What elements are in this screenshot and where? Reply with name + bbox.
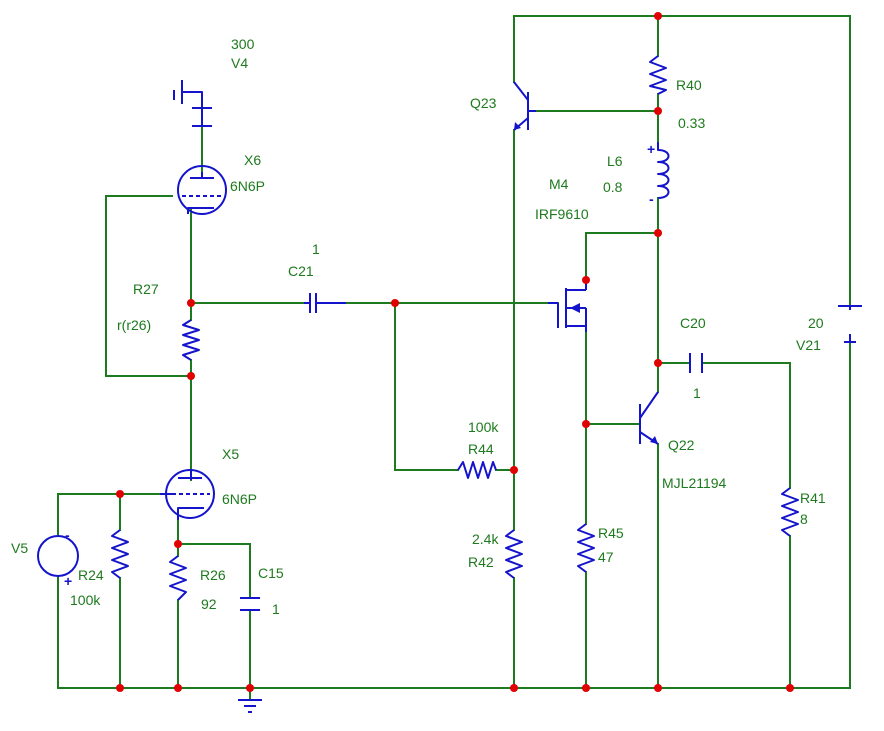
wire-x6-grid-loop <box>105 195 192 377</box>
x5-ref-label: X5 <box>222 446 239 462</box>
c20-value-label: 1 <box>693 385 701 401</box>
r26-ref-label: R26 <box>200 567 226 583</box>
r45-ref-label: R45 <box>598 525 624 541</box>
r45-resistor-symbol <box>577 523 595 573</box>
r40-ref-label: R40 <box>676 77 702 93</box>
r40-value-label: 0.33 <box>678 115 705 131</box>
r24-ref-label: R24 <box>78 567 104 583</box>
x6-tube-symbol <box>177 165 227 215</box>
c21-value-label: 1 <box>312 241 320 257</box>
v4-ref-label: V4 <box>231 55 248 71</box>
q22-transistor-symbol <box>639 391 659 445</box>
c20-ref-label: C20 <box>680 315 706 331</box>
junction-dot <box>174 540 182 548</box>
r27-value-label: r(r26) <box>117 317 151 333</box>
junction-dot <box>654 359 662 367</box>
c21-ref-label: C21 <box>288 263 314 279</box>
junction-dot <box>116 684 124 692</box>
v21-ref-label: V21 <box>796 337 821 353</box>
wire-c15-top <box>177 543 251 599</box>
q23-transistor-symbol <box>513 81 536 131</box>
q22-ref-label: Q22 <box>668 437 695 453</box>
v5-source-symbol <box>37 535 79 577</box>
junction-dot <box>187 372 195 380</box>
junction-dot <box>510 684 518 692</box>
v5-plus-sign: + <box>64 573 72 589</box>
junction-dot <box>116 490 124 498</box>
junction-dot <box>654 107 662 115</box>
r42-ref-label: R42 <box>468 554 494 570</box>
junction-dot <box>654 229 662 237</box>
r27-resistor-symbol <box>182 319 200 361</box>
r42-value-label: 2.4k <box>472 531 499 547</box>
wire-top-rail <box>513 15 851 307</box>
junction-dot <box>174 684 182 692</box>
r24-resistor-symbol <box>111 529 129 579</box>
c15-value-label: 1 <box>272 601 280 617</box>
l6-value-label: 0.8 <box>603 179 623 195</box>
r41-value-label: 8 <box>800 511 808 527</box>
v5-ref-label: V5 <box>11 540 28 556</box>
junction-dot <box>582 276 590 284</box>
r24-value-label: 100k <box>70 592 101 608</box>
junction-dot <box>654 684 662 692</box>
junction-dot <box>786 684 794 692</box>
r27-ref-label: R27 <box>133 281 159 297</box>
v5-minus-sign: - <box>65 527 70 543</box>
x5-value-label: 6N6P <box>222 491 257 507</box>
c15-ref-label: C15 <box>258 565 284 581</box>
r41-ref-label: R41 <box>800 490 826 506</box>
l6-ref-label: L6 <box>607 153 623 169</box>
junction-dot <box>187 299 195 307</box>
c21-capacitor-symbol <box>304 293 346 313</box>
r40-resistor-symbol <box>649 55 667 95</box>
junction-dot <box>654 12 662 20</box>
m4-mosfet-symbol <box>548 280 587 332</box>
r44-value-label: 100k <box>468 419 499 435</box>
junctions <box>116 12 794 692</box>
x6-value-label: 6N6P <box>230 178 265 194</box>
v4-battery-symbol <box>173 80 212 127</box>
wire-c20-right <box>701 362 791 489</box>
junction-dot <box>582 684 590 692</box>
v4-value-label: 300 <box>231 36 255 52</box>
junction-dot <box>391 299 399 307</box>
r42-resistor-symbol <box>505 529 523 579</box>
x6-ref-label: X6 <box>244 152 261 168</box>
r41-resistor-symbol <box>781 487 799 537</box>
wires <box>57 15 851 701</box>
m4-ref-label: M4 <box>549 176 569 192</box>
l6-minus-sign: - <box>649 191 654 207</box>
junction-dot <box>246 684 254 692</box>
v21-battery-symbol <box>838 305 862 343</box>
junction-dot <box>582 420 590 428</box>
l6-inductor-symbol <box>657 142 670 199</box>
c15-capacitor-symbol <box>240 597 260 611</box>
r26-value-label: 92 <box>201 596 217 612</box>
m4-value-label: IRF9610 <box>535 206 589 222</box>
q22-value-label: MJL21194 <box>662 475 727 491</box>
c20-capacitor-symbol <box>689 353 703 373</box>
ground-symbol <box>238 699 262 713</box>
wire-gate-down <box>394 302 459 471</box>
r26-resistor-symbol <box>169 555 187 601</box>
r45-value-label: 47 <box>598 549 614 565</box>
v21-value-label: 20 <box>808 315 824 331</box>
junction-dot <box>510 466 518 474</box>
l6-plus-sign: + <box>647 141 655 157</box>
x5-tube-symbol <box>160 469 215 520</box>
q23-ref-label: Q23 <box>470 95 497 111</box>
r44-resistor-symbol <box>457 461 497 479</box>
r44-ref-label: R44 <box>468 441 494 457</box>
